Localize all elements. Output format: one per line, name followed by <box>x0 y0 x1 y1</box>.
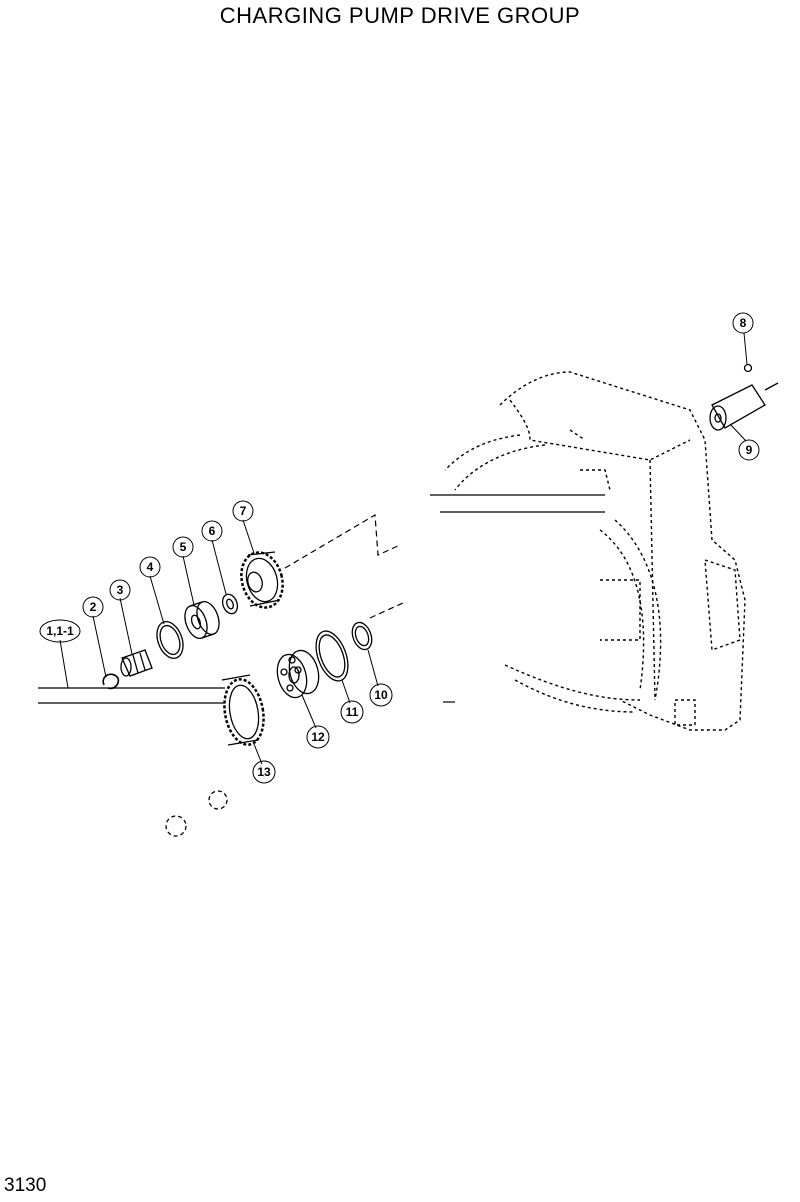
page-number: 3130 <box>4 1175 47 1196</box>
svg-text:13: 13 <box>257 765 271 779</box>
callout-10: 10 <box>369 683 393 707</box>
callout-12: 12 <box>306 725 330 749</box>
part-10-ring <box>351 621 373 651</box>
part-8-ball <box>743 363 753 373</box>
callouts: 1,1-1 2 3 4 5 6 7 8 <box>39 312 760 784</box>
callout-5: 5 <box>172 536 194 558</box>
part-9-bushing <box>709 382 779 431</box>
callout-4: 4 <box>139 556 161 578</box>
svg-text:6: 6 <box>209 524 216 538</box>
callout-9: 9 <box>738 439 760 461</box>
upper-shaft <box>430 494 605 513</box>
loose-ring <box>165 815 187 837</box>
callout-8: 8 <box>732 312 754 334</box>
part-6-washer <box>221 593 239 615</box>
part-5-bearing <box>184 601 220 639</box>
callout-3: 3 <box>109 579 131 601</box>
svg-text:5: 5 <box>180 540 187 554</box>
svg-text:9: 9 <box>746 443 753 457</box>
callout-2: 2 <box>82 596 104 618</box>
alignment-lines <box>284 513 455 703</box>
callout-7: 7 <box>232 500 254 522</box>
part-7-gear <box>240 551 284 609</box>
callout-6: 6 <box>201 520 223 542</box>
housing <box>444 371 746 731</box>
callout-13: 13 <box>252 760 276 784</box>
svg-text:3: 3 <box>117 583 124 597</box>
part-4-ring <box>156 621 184 659</box>
callout-11: 11 <box>340 700 364 724</box>
part-11-ring <box>315 630 349 682</box>
svg-text:11: 11 <box>346 705 359 719</box>
part-2-snap-ring <box>102 673 120 690</box>
svg-text:1,1-1: 1,1-1 <box>46 624 74 638</box>
leader-lines <box>59 332 748 765</box>
part-3-sleeve <box>120 649 153 677</box>
loose-ring <box>208 790 228 810</box>
lower-shaft <box>38 687 225 704</box>
callout-1: 1,1-1 <box>39 619 81 643</box>
page-title: CHARGING PUMP DRIVE GROUP <box>219 3 581 28</box>
svg-text:12: 12 <box>311 730 325 744</box>
part-13-gear <box>221 674 265 746</box>
svg-text:10: 10 <box>374 688 388 702</box>
svg-text:2: 2 <box>90 600 97 614</box>
svg-text:8: 8 <box>740 316 747 330</box>
part-12-bearing <box>276 649 320 699</box>
svg-text:7: 7 <box>240 504 247 518</box>
svg-text:4: 4 <box>147 560 154 574</box>
